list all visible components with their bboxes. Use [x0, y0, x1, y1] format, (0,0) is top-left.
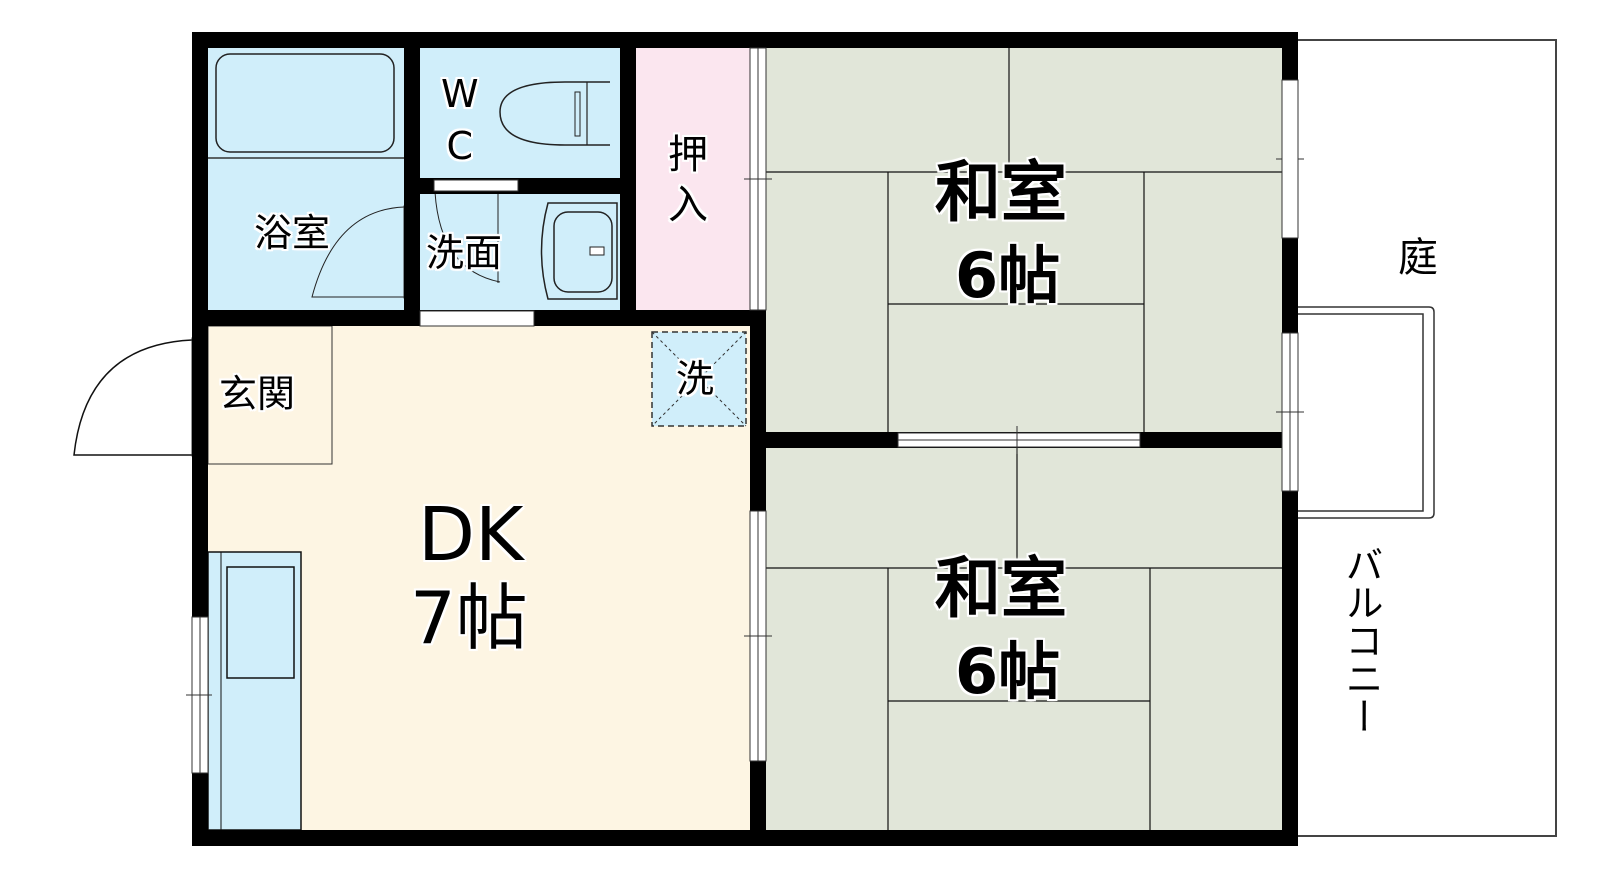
washroom-door-swing: [434, 191, 501, 283]
toilet-icon: [499, 81, 610, 146]
entrance-label: 玄関: [219, 372, 296, 416]
washer-label: 洗: [676, 357, 715, 401]
tatami-grid-lower: [766, 448, 1282, 830]
garden-label: 庭: [1398, 235, 1438, 281]
washroom-label: 洗面: [426, 231, 503, 275]
washitsu-lower-size: 6帖: [955, 635, 1061, 708]
tatami-grid-upper: [766, 48, 1282, 432]
closet-floor: [636, 48, 750, 310]
garden-area: [1291, 39, 1557, 837]
washitsu-lower-label: 和室: [935, 550, 1067, 627]
bathtub: [215, 53, 395, 153]
entrance-floor: [207, 325, 333, 465]
kitchen-counter: [207, 551, 302, 831]
dk-label: DK: [418, 492, 524, 578]
wash-basin-icon: [540, 202, 618, 300]
washitsu-upper-size: 6帖: [955, 239, 1061, 312]
upper-room-window: [1281, 79, 1299, 239]
bath-door-swing: [311, 206, 405, 298]
balcony-label: バルコニー: [1339, 545, 1383, 735]
wc-label: W C: [441, 72, 479, 168]
washer-space-icon: [651, 331, 747, 427]
balcony-outline: [1298, 306, 1435, 519]
dk-size: 7帖: [410, 576, 528, 660]
washitsu-upper-floor: [766, 48, 1282, 432]
entrance-door-swing: [73, 339, 193, 456]
bath-label: 浴室: [254, 211, 331, 255]
washitsu-upper-label: 和室: [935, 154, 1067, 231]
closet-label: 押 入: [668, 132, 708, 228]
washitsu-lower-floor: [766, 448, 1282, 830]
